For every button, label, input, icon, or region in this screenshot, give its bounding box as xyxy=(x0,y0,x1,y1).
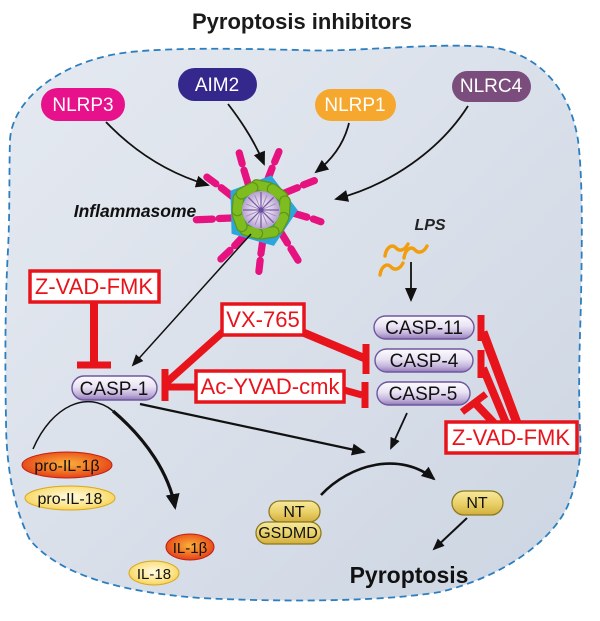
vx765-box xyxy=(220,302,306,337)
arrow-proil1b-to-il1b-tail xyxy=(32,400,114,450)
substrates: pro-IL-1β pro-IL-18 IL-1β IL-18 xyxy=(21,451,215,586)
casp5-pill xyxy=(376,381,471,406)
nlrp3-pill xyxy=(41,88,125,121)
aim2-pill xyxy=(178,68,257,101)
nlrc4-label: NLRC4 xyxy=(460,76,523,97)
zvad-left-box xyxy=(28,269,161,304)
inflammasome-label: Inflammasome xyxy=(74,201,197,221)
sensor-arrows xyxy=(105,103,469,202)
inflammasome-center xyxy=(242,191,280,229)
casp5-label: CASP-5 xyxy=(389,384,458,405)
il1b-label: IL-1β xyxy=(173,540,208,557)
acyvad-label: Ac-YVAD-cmk xyxy=(201,374,341,399)
nlrp1-pill xyxy=(315,89,396,121)
zvad-right-label: Z-VAD-FMK xyxy=(452,425,570,450)
casp1-pill xyxy=(71,375,158,401)
arrow-nlrp3-to-inflammasome xyxy=(105,121,210,188)
pro-il1b-label: pro-IL-1β xyxy=(34,458,99,475)
nlrp1-label: NLRP1 xyxy=(324,95,385,116)
lps-squiggles xyxy=(378,242,429,277)
casp11-pill xyxy=(373,315,475,340)
nt-released-label: NT xyxy=(466,495,488,512)
il18-label: IL-18 xyxy=(137,566,171,583)
casp1-label: CASP-1 xyxy=(80,379,149,400)
pro-il18-ellipse xyxy=(24,485,116,511)
zvad-right-box xyxy=(444,420,579,455)
inhibitor-boxes xyxy=(28,269,579,455)
arrow-casp5-to-gsdmd xyxy=(390,412,408,450)
il18-ellipse xyxy=(128,560,180,586)
lps-label: LPS xyxy=(414,217,445,234)
caspase-pills xyxy=(71,315,475,406)
aim2-label: AIM2 xyxy=(195,75,239,96)
arrow-gsdmd-to-nt xyxy=(320,462,436,496)
casp4-label: CASP-4 xyxy=(390,351,459,372)
pro-il18-label: pro-IL-18 xyxy=(38,491,103,508)
arrow-proil1b-to-il1b xyxy=(111,409,180,510)
arrow-casp1-to-gsdmd xyxy=(139,402,366,456)
diagram-title: Pyroptosis inhibitors xyxy=(192,9,412,34)
pro-il1b-ellipse xyxy=(21,451,113,479)
arrow-inflammasome-to-casp1 xyxy=(131,233,252,367)
pyroptosis-label: Pyroptosis xyxy=(350,562,469,588)
arrow-nlrp1-to-inflammasome xyxy=(314,122,350,174)
casp4-pill xyxy=(374,348,474,373)
arrow-nlrc4-to-inflammasome xyxy=(334,105,469,202)
nt-complex-label: NT xyxy=(283,504,305,521)
acyvad-box xyxy=(194,369,346,404)
casp11-label: CASP-11 xyxy=(385,318,463,339)
gsdmd-group: NT GSDMD NT xyxy=(255,490,504,545)
vx765-label: VX-765 xyxy=(226,307,299,332)
gsdmd-pill xyxy=(255,521,322,545)
gsdmd-label: GSDMD xyxy=(258,525,318,542)
inhibition-lines xyxy=(77,302,522,426)
nt-released-pill xyxy=(451,490,504,516)
inflammasome-icon xyxy=(192,148,325,276)
sensor-pills: NLRP3 AIM2 NLRP1 NLRC4 xyxy=(41,68,531,121)
arrow-aim2-to-inflammasome xyxy=(227,103,265,166)
nlrc4-pill xyxy=(452,71,531,102)
zvad-left-label: Z-VAD-FMK xyxy=(35,274,153,299)
arrow-nt-to-pyroptosis xyxy=(432,517,468,551)
nlrp3-label: NLRP3 xyxy=(52,95,113,116)
il1b-ellipse xyxy=(165,533,215,561)
